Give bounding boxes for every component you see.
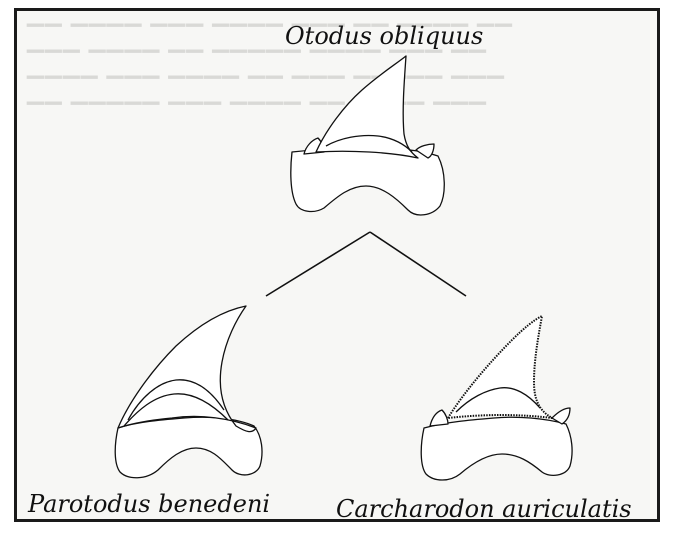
branch-lines [266,232,466,296]
left-descendant-label: Parotodus benedeni [28,490,270,518]
carcharodon-left-cusplet [430,410,448,426]
otodus-obliquus-tooth [291,56,444,215]
otodus-root [291,148,444,215]
carcharodon-crown [448,316,552,418]
branch-left [266,232,370,296]
parotodus-crown [118,306,256,432]
ancestor-label: Otodus obliquus [285,22,483,50]
parotodus-benedeni-tooth [115,306,262,478]
carcharodon-root [421,417,572,480]
right-descendant-label: Carcharodon auriculatis [336,495,632,523]
carcharodon-auriculatis-tooth [421,316,572,480]
branch-right [370,232,466,296]
